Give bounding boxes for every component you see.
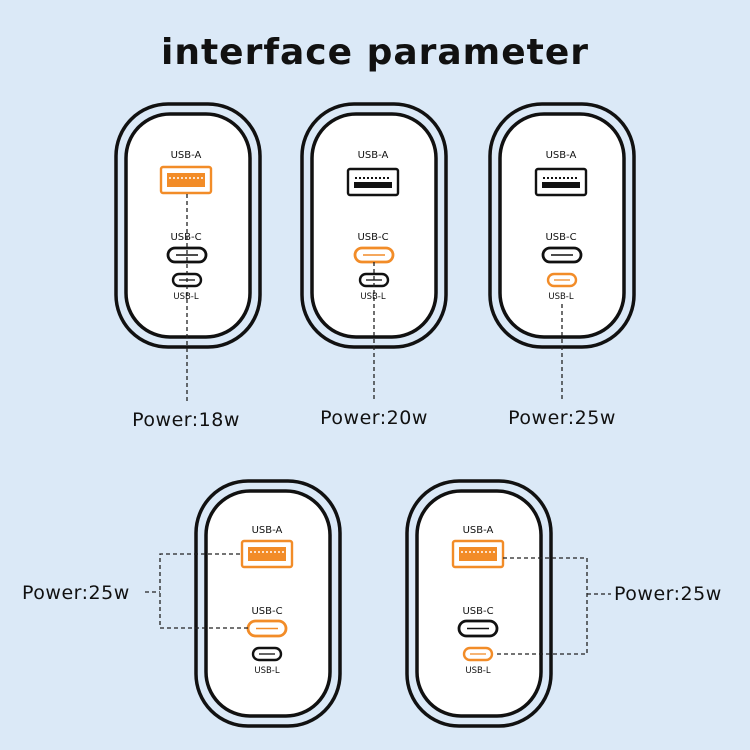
usb-a-label: USB-A [171, 150, 202, 161]
usb-a-port-icon [159, 165, 213, 195]
usb-a-label: USB-A [546, 150, 577, 161]
usb-c-label: USB-C [357, 232, 388, 243]
usb-c-label: USB-C [545, 232, 576, 243]
charger-outer-shell [114, 102, 262, 349]
charger-card: USB-A USB-C USB-L Power:25w [22, 479, 342, 728]
power-label: Power:20w [320, 407, 428, 429]
usb-c-label: USB-C [462, 606, 493, 617]
charger-inner-shell [415, 489, 543, 718]
charger-inner-shell [498, 112, 626, 339]
charger-outer-shell [194, 479, 342, 728]
charger-inner-shell [204, 489, 332, 718]
usb-l-label: USB-L [465, 666, 491, 676]
usb-a-label: USB-A [358, 150, 389, 161]
usb-c-label: USB-C [251, 606, 282, 617]
charger-inner-shell [124, 112, 252, 339]
usb-l-label: USB-L [360, 292, 386, 302]
usb-a-port-icon [346, 167, 400, 197]
usb-a-port-icon [451, 539, 505, 569]
charger-card: USB-A USB-C USB-L Power:20w [300, 102, 448, 429]
power-label: Power:18w [132, 409, 240, 431]
power-label: Power:25w [508, 407, 616, 429]
usb-l-label: USB-L [254, 666, 280, 676]
usb-a-port-icon [240, 539, 294, 569]
charger-outer-shell [405, 479, 553, 728]
usb-a-port-icon [534, 167, 588, 197]
page-title: interface parameter [161, 32, 589, 73]
usb-a-label: USB-A [463, 525, 494, 536]
charger-card: USB-A USB-C USB-L Power:18w [114, 102, 262, 431]
usb-c-label: USB-C [170, 232, 201, 243]
usb-a-label: USB-A [252, 525, 283, 536]
charger-card: USB-A USB-C USB-L Power:25w [405, 479, 722, 728]
usb-l-label: USB-L [548, 292, 574, 302]
connector-bracket [494, 557, 588, 655]
connector-bracket [159, 553, 248, 629]
usb-l-label: USB-L [173, 292, 199, 302]
power-label: Power:25w [614, 583, 722, 605]
charger-card: USB-A USB-C USB-L Power:25w [488, 102, 636, 429]
power-label: Power:25w [22, 582, 130, 604]
charger-inner-shell [310, 112, 438, 339]
